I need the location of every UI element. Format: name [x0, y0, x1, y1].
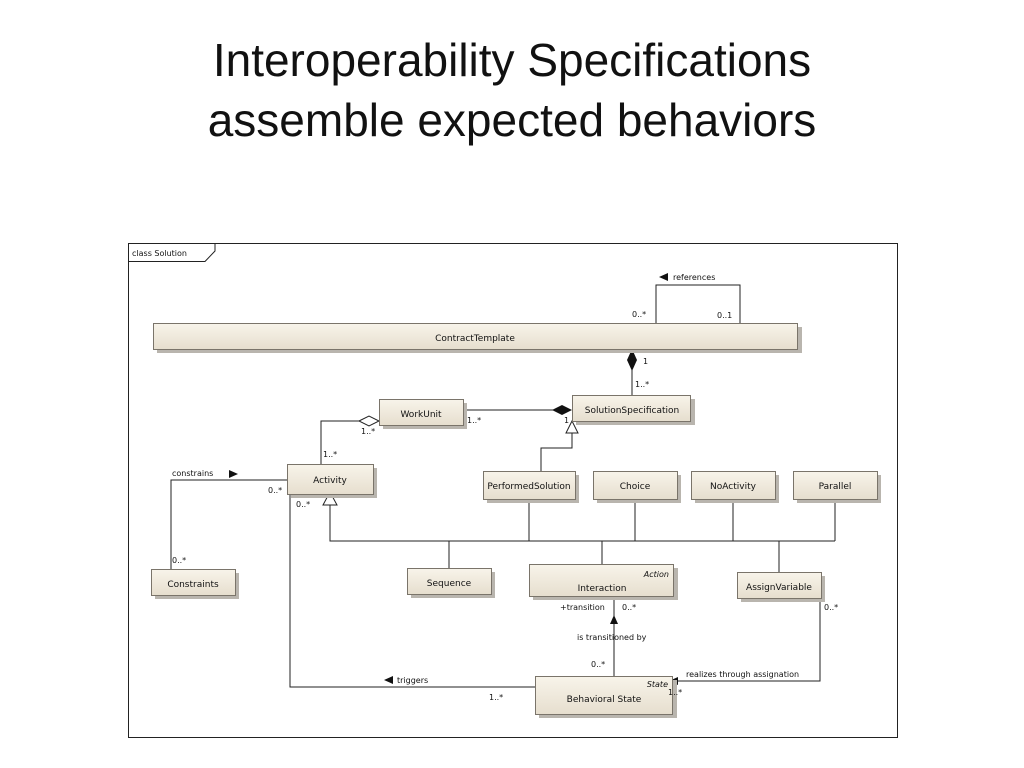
activity-generalization-bus — [329, 505, 835, 542]
behavioral-state-stereotype: State — [647, 680, 668, 689]
multiplicity-wu-top: 1..* — [361, 427, 375, 436]
class-parallel-label: Parallel — [819, 482, 852, 492]
transition-role-label: +transition — [560, 603, 605, 612]
uml-class-diagram: class Solution ContractTemplate WorkUnit — [128, 243, 898, 738]
class-sequence[interactable]: Sequence — [407, 568, 496, 599]
triggers-association — [289, 490, 535, 688]
constrains-direction-icon — [229, 470, 238, 478]
class-constraints-label: Constraints — [167, 580, 219, 590]
class-contract-template-label: ContractTemplate — [435, 334, 515, 344]
composition-diamond-icon — [627, 349, 637, 371]
class-interaction-label: Interaction — [578, 584, 627, 594]
multiplicity-ss-many: 1..* — [635, 380, 649, 389]
class-choice[interactable]: Choice — [593, 471, 682, 504]
triggers-direction-icon — [384, 676, 393, 684]
activity-workunit-aggregation — [320, 420, 359, 464]
interaction-stereotype: Action — [643, 570, 669, 579]
slide-title: Interoperability Specifications assemble… — [0, 30, 1024, 150]
realizes-through-assignation-label: realizes through assignation — [686, 670, 799, 679]
multiplicity-bs-right: 1..* — [668, 688, 682, 697]
class-parallel[interactable]: Parallel — [793, 471, 882, 504]
frame-label: class Solution — [132, 249, 187, 258]
class-activity[interactable]: Activity — [287, 464, 378, 499]
class-work-unit-label: WorkUnit — [400, 410, 442, 420]
multiplicity-ct-one: 1 — [643, 357, 648, 366]
references-label: references — [673, 273, 715, 282]
multiplicity-ref-target: 0..1 — [717, 311, 732, 320]
class-activity-label: Activity — [313, 476, 347, 486]
class-assign-variable[interactable]: AssignVariable — [737, 572, 826, 603]
triggers-label: triggers — [397, 676, 428, 685]
class-performed-solution-label: PerformedSolution — [487, 482, 570, 492]
class-interaction[interactable]: Action Interaction — [529, 564, 679, 601]
class-work-unit[interactable]: WorkUnit — [379, 399, 468, 430]
constrains-association — [170, 479, 287, 569]
multiplicity-constrains-act: 0..* — [268, 486, 282, 495]
multiplicity-act-top: 1..* — [323, 450, 337, 459]
composition-diamond-icon — [552, 405, 572, 415]
multiplicity-act-bottom: 0..* — [296, 500, 310, 509]
multiplicity-ref-source: 0..* — [632, 310, 646, 319]
class-choice-label: Choice — [620, 482, 651, 492]
navigation-arrow-icon — [610, 615, 618, 624]
multiplicity-bs-top: 0..* — [591, 660, 605, 669]
multiplicity-ss-one: 1 — [564, 416, 569, 425]
references-direction-icon — [659, 273, 668, 281]
multiplicity-inter-bottom: 0..* — [622, 603, 636, 612]
references-association — [655, 284, 741, 324]
class-performed-solution[interactable]: PerformedSolution — [483, 471, 580, 504]
multiplicity-triggers-bs: 1..* — [489, 693, 503, 702]
performed-solution-generalization — [540, 432, 573, 471]
multiplicity-av-bottom: 0..* — [824, 603, 838, 612]
assignation-association — [673, 597, 821, 682]
class-behavioral-state-label: Behavioral State — [567, 695, 642, 705]
is-transitioned-by-label: is transitioned by — [577, 633, 647, 642]
multiplicity-constraints-top: 0..* — [172, 556, 186, 565]
multiplicity-wu-many: 1..* — [467, 416, 481, 425]
class-solution-specification[interactable]: SolutionSpecification — [572, 395, 696, 426]
class-no-activity-label: NoActivity — [710, 482, 757, 492]
generalization-triangle-icon — [565, 419, 579, 434]
class-constraints[interactable]: Constraints — [151, 569, 240, 600]
slide-title-line-2: assemble expected behaviors — [207, 94, 817, 146]
class-behavioral-state[interactable]: State Behavioral State — [535, 676, 678, 719]
constrains-label: constrains — [172, 469, 213, 478]
class-contract-template[interactable]: ContractTemplate — [153, 323, 803, 354]
class-sequence-label: Sequence — [427, 579, 472, 589]
class-no-activity[interactable]: NoActivity — [691, 471, 780, 504]
frame-tab — [128, 243, 216, 262]
slide-title-line-1: Interoperability Specifications — [212, 34, 812, 86]
class-assign-variable-label: AssignVariable — [746, 583, 812, 593]
class-solution-specification-label: SolutionSpecification — [585, 406, 679, 416]
generalization-triangle-icon — [322, 490, 338, 506]
